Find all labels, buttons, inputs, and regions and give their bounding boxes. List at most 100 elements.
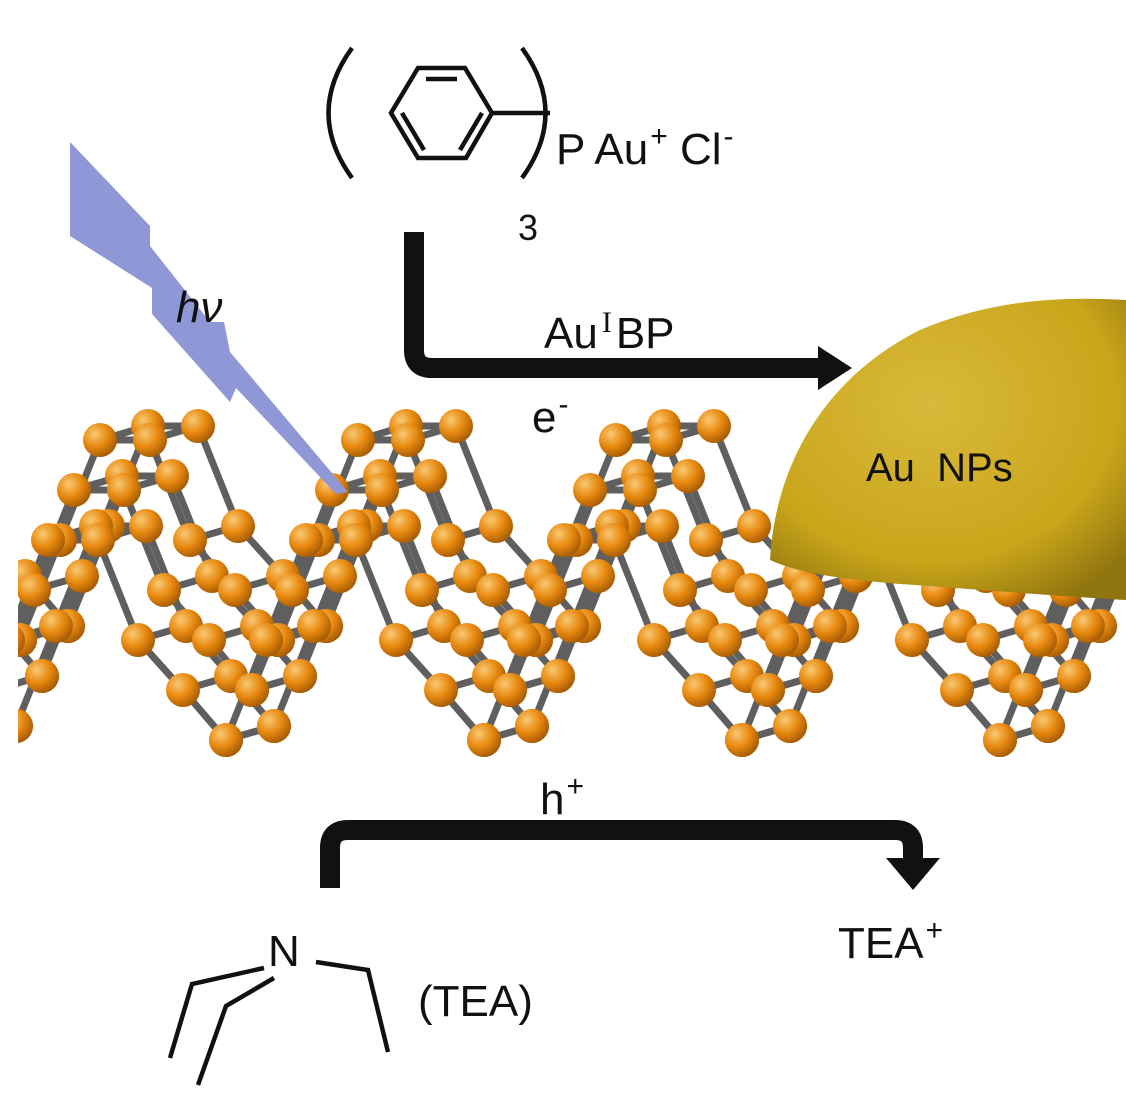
phosphorus-atom	[663, 573, 697, 607]
phosphorus-atom	[507, 623, 541, 657]
phosphorus-atom	[391, 423, 425, 457]
phosphorus-atom	[708, 623, 742, 657]
phosphorus-atom	[341, 423, 375, 457]
photon-label: hν	[176, 283, 223, 332]
phosphorus-symbol: P	[556, 125, 585, 174]
phosphorus-atom	[983, 723, 1017, 757]
phosphorus-atom	[573, 473, 607, 507]
pp-bond	[18, 586, 38, 640]
pp-bond	[18, 723, 20, 729]
electron-symbol: e	[532, 393, 557, 442]
aui-bp-main: Au	[544, 309, 598, 358]
oxidation-arrow	[320, 820, 940, 890]
phosphorus-atom	[479, 509, 513, 543]
phosphorus-atom	[31, 523, 65, 557]
phosphorus-atom	[1031, 709, 1065, 743]
phosphorus-atom	[966, 623, 1000, 657]
aui-oxidation-state: I	[601, 306, 612, 339]
phosphorus-atom	[645, 509, 679, 543]
phosphorus-atom	[424, 673, 458, 707]
tea-name-label: (TEA)	[418, 977, 533, 1026]
phosphorus-atom	[533, 573, 567, 607]
phosphorus-atom	[581, 559, 615, 593]
phosphorus-atom	[218, 573, 252, 607]
gold-nanoparticle	[770, 298, 1126, 600]
phosphorus-atom	[725, 723, 759, 757]
phosphorus-atom	[799, 659, 833, 693]
phosphorus-atom	[813, 609, 847, 643]
phosphorus-atom	[315, 473, 349, 507]
phosphorus-atom	[235, 673, 269, 707]
pp-bond	[194, 422, 242, 530]
tea-product-charge: +	[925, 914, 944, 947]
left-parenthesis	[326, 46, 354, 180]
phosphorus-atom	[209, 723, 243, 757]
phosphorus-atom	[83, 423, 117, 457]
phosphorus-atom	[697, 409, 731, 443]
phosphorus-atom	[275, 573, 309, 607]
phosphorus-atom	[476, 573, 510, 607]
phosphorus-atom	[257, 709, 291, 743]
hole-label: h+	[540, 772, 584, 822]
phosphorus-atom	[155, 459, 189, 493]
phosphorus-atom	[18, 709, 33, 743]
phosphorus-atom	[173, 523, 207, 557]
phenyl-count-subscript: 3	[518, 207, 539, 248]
phosphorus-atom	[450, 623, 484, 657]
phosphorus-atom	[493, 673, 527, 707]
phosphorus-atom	[147, 573, 181, 607]
nanoparticle-label: Au NPs	[866, 446, 1013, 490]
phosphorus-atom	[623, 473, 657, 507]
phosphorus-atom	[323, 559, 357, 593]
phosphorus-atom	[1071, 609, 1105, 643]
pp-bond	[94, 536, 142, 644]
phosphorus-atom	[297, 609, 331, 643]
phosphorus-atom	[439, 409, 473, 443]
phosphorus-atom	[895, 623, 929, 657]
phosphorus-atom	[283, 659, 317, 693]
phosphorus-atom	[547, 523, 581, 557]
phosphorus-atom	[599, 423, 633, 457]
phosphorus-atom	[737, 509, 771, 543]
phosphorus-atom	[18, 573, 51, 607]
phosphorus-atom	[555, 609, 589, 643]
gold-charge: +	[650, 120, 668, 153]
hole-charge: +	[566, 770, 585, 803]
benzene-ring-icon	[388, 65, 550, 161]
aui-bp-tail: BP	[615, 309, 675, 358]
phosphorus-atom	[39, 609, 73, 643]
electron-label: e-	[532, 390, 568, 442]
phosphorus-atom	[1009, 673, 1043, 707]
pp-bond	[352, 536, 400, 644]
phosphorus-atom	[689, 523, 723, 557]
lightning-bolt-icon	[70, 142, 348, 494]
phosphorus-atom	[541, 659, 575, 693]
phosphorus-atom	[682, 673, 716, 707]
phosphorus-atom	[773, 709, 807, 743]
phosphorus-atom	[365, 473, 399, 507]
phosphorus-atom	[65, 559, 99, 593]
chloride-symbol: Cl	[679, 125, 722, 174]
phosphorus-atom	[121, 623, 155, 657]
phosphorus-atom	[649, 423, 683, 457]
precursor-label: P Au+ Cl-	[556, 122, 734, 174]
phosphorus-atom	[637, 623, 671, 657]
phosphorus-atom	[431, 523, 465, 557]
phosphorus-atom	[166, 673, 200, 707]
chloride-charge: -	[723, 120, 734, 153]
phosphorus-atom	[181, 409, 215, 443]
pp-bond	[18, 722, 20, 729]
phosphorus-atom	[57, 473, 91, 507]
phosphorus-atom	[413, 459, 447, 493]
phosphorus-atom	[289, 523, 323, 557]
tea-product-symbol: TEA	[838, 919, 924, 968]
phosphorus-atom	[25, 659, 59, 693]
pp-bond	[18, 632, 24, 644]
phosphorus-atom	[387, 509, 421, 543]
phosphorus-atom	[339, 523, 373, 557]
right-parenthesis	[520, 46, 548, 180]
phosphorus-atom	[597, 523, 631, 557]
